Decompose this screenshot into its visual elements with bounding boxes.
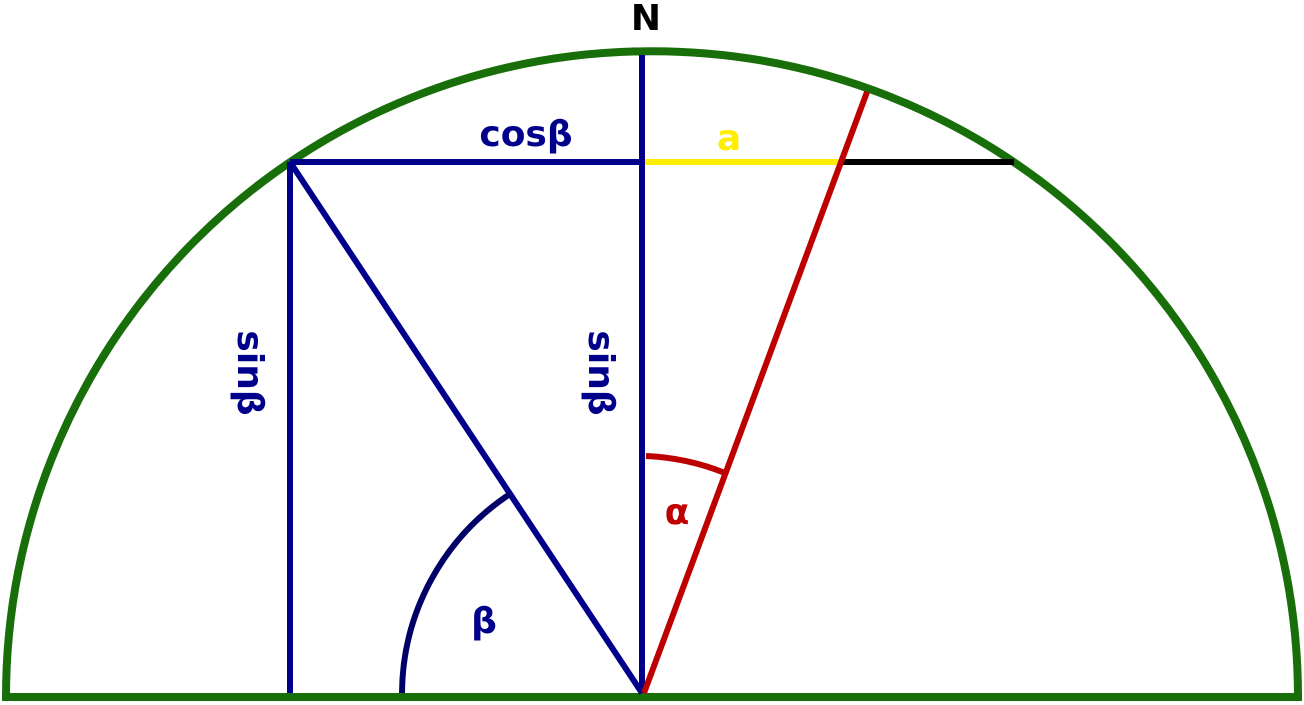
left-sin-beta-label: sinβ (229, 330, 270, 415)
semicircle-arc (2, 47, 1302, 698)
beta-label: β (471, 601, 497, 642)
segment-a-label: a (717, 118, 741, 159)
cos-beta-label: cosβ (479, 114, 572, 155)
north-label: N (631, 0, 661, 39)
beta-arc (399, 491, 512, 694)
alpha-line (641, 90, 870, 695)
beta-radius-line (287, 160, 645, 695)
alpha-arc (645, 453, 727, 476)
center-sin-beta-label: sinβ (580, 330, 621, 415)
alpha-label: α (665, 492, 690, 533)
